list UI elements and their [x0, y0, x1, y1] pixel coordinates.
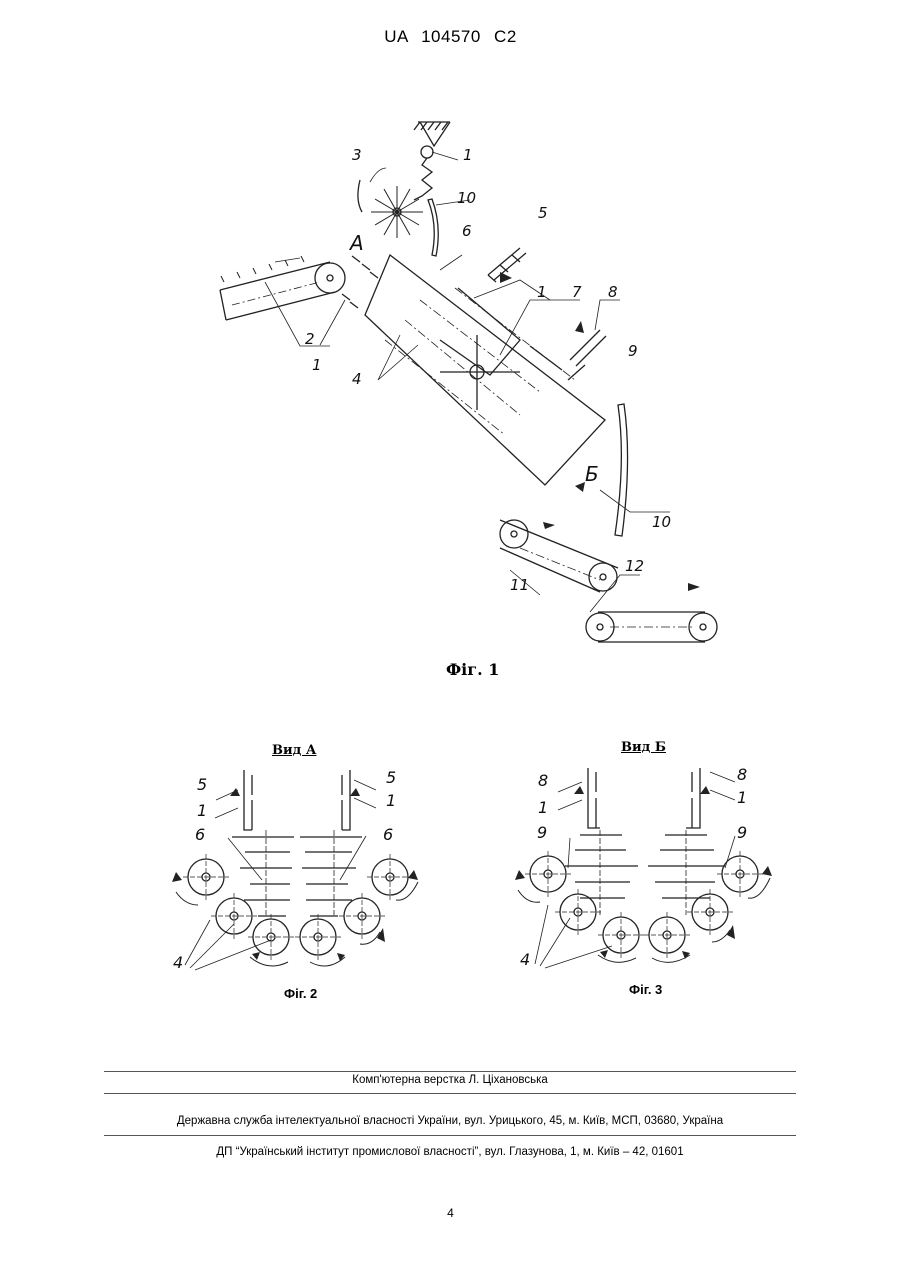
page-number: 4 [0, 1206, 901, 1220]
footer-rule-2 [104, 1093, 796, 1094]
fig3-label-9-left: 9 [537, 823, 547, 842]
fig3-label-4: 4 [520, 950, 530, 969]
agency-address: Державна служба інтелектуальної власност… [104, 1115, 796, 1127]
institute-address: ДП “Український інститут промислової вла… [104, 1146, 796, 1158]
footer-rule-1 [104, 1071, 796, 1072]
fig3-label-1-left: 1 [538, 798, 548, 817]
fig3-label-8-left: 8 [538, 771, 548, 790]
figure-3-caption: Фіг. 3 [629, 982, 662, 997]
fig3-label-9-right: 9 [737, 823, 747, 842]
layout-credit: Комп'ютерна верстка Л. Ціхановська [104, 1074, 796, 1086]
fig3-label-1-right: 1 [737, 788, 747, 807]
fig3-label-8-right: 8 [737, 765, 747, 784]
footer-rule-3 [104, 1135, 796, 1136]
